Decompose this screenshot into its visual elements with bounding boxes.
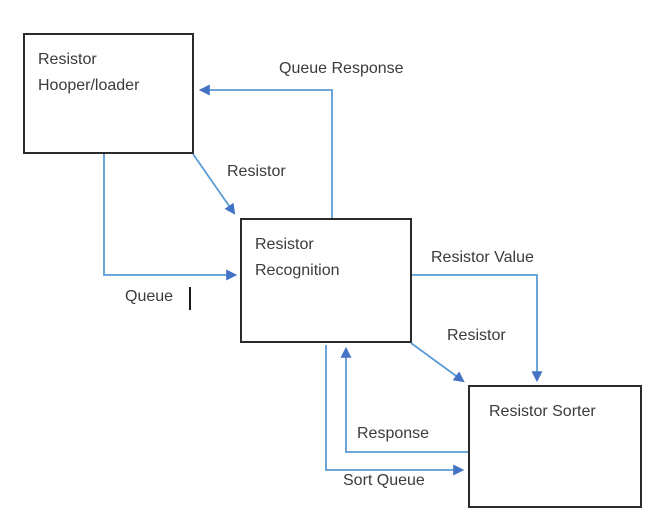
text-caret — [189, 287, 191, 310]
edge-label-resistor-value: Resistor Value — [431, 249, 534, 266]
box-label: Resistor Sorter — [489, 403, 596, 420]
edge-label-queue: Queue — [125, 288, 174, 305]
box-resistor-hopper-loader: Resistor Hooper/loader — [23, 33, 194, 154]
box-resistor-sorter: Resistor Sorter — [468, 385, 642, 508]
box-label: Resistor — [38, 51, 97, 68]
edge-label-sort-queue: Sort Queue — [343, 472, 425, 489]
box-label: Resistor — [255, 236, 314, 253]
edge-resistor-value — [412, 274, 543, 383]
edge-label-response: Response — [357, 425, 430, 442]
edge-sort-queue — [325, 345, 465, 476]
box-label: Recognition — [255, 262, 340, 279]
edge-response — [340, 346, 468, 453]
edge-label-resistor-to-sorter: Resistor — [447, 327, 506, 344]
edge-label-queue-response: Queue Response — [279, 60, 404, 77]
edge-resistor-to-sorter — [410, 342, 465, 383]
edge-queue — [103, 154, 238, 281]
edge-label-resistor-to-recognition: Resistor — [227, 163, 286, 180]
box-resistor-recognition: Resistor Recognition — [240, 218, 412, 343]
edge-queue-response — [198, 84, 333, 218]
box-label: Hooper/loader — [38, 77, 140, 94]
edge-resistor-to-recognition — [192, 153, 236, 215]
